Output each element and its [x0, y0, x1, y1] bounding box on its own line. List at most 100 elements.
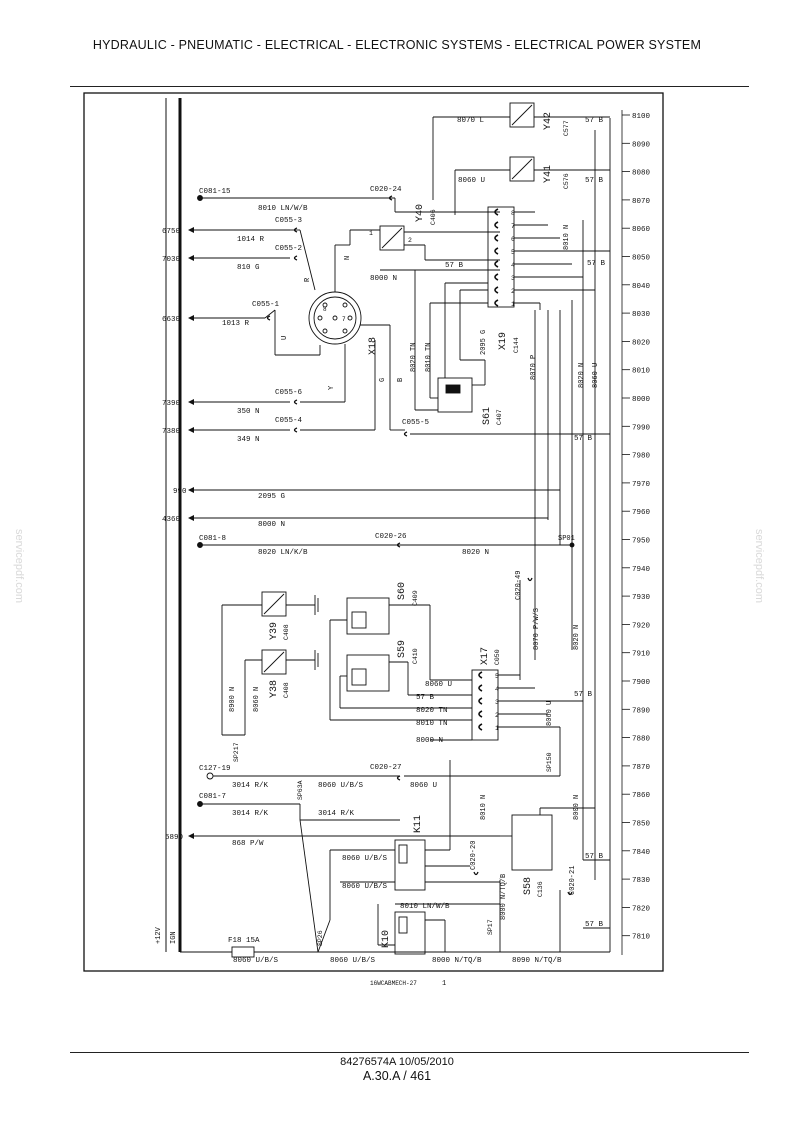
c410-label: C410: [412, 648, 419, 664]
wire-8060ubs-k: 8060 U/B/S: [342, 855, 388, 863]
s58-switch: [511, 814, 553, 871]
diagram-caption-num: 1: [442, 980, 446, 988]
pin-number: 4: [511, 262, 515, 269]
wire-v8060n: 8060 N: [253, 687, 261, 712]
y39-coil: [261, 591, 287, 617]
ruler-label: 7930: [632, 594, 651, 602]
ruler-label: 7850: [632, 821, 651, 829]
x18-connector: [274, 229, 405, 431]
ref-5890: 5890: [165, 834, 184, 842]
ruler-label: 7900: [632, 679, 651, 687]
x18-label: X18: [368, 337, 379, 355]
sp217-label: SP217: [233, 742, 240, 762]
pin-number: 2: [495, 712, 499, 719]
wire-8060ubs-k2: 8060 U/B/S: [342, 883, 388, 891]
ruler-label: 7990: [632, 424, 651, 432]
connector-pin: [478, 671, 483, 679]
pin-number: 4: [495, 686, 499, 693]
ruler-label: 8050: [632, 255, 651, 263]
wire-349n: 349 N: [237, 436, 260, 444]
ruler-label: 7880: [632, 736, 651, 744]
c020-21-label: C020-21: [569, 866, 577, 895]
diagram-frame: [83, 92, 664, 972]
wire-3014rk-a: 3014 R/K: [232, 782, 269, 790]
wire-57b-2: 57 B: [585, 177, 604, 185]
k10-relay: [394, 911, 426, 955]
s59-label: S59: [397, 640, 408, 658]
wire-v8900n: 8900 N: [229, 687, 237, 712]
s61-label: S61: [482, 407, 493, 425]
pin-number: 1: [511, 301, 515, 308]
plus12-label: +12V: [155, 926, 163, 944]
k11-label: K11: [413, 815, 424, 833]
wire-v8070p: 8070 P: [530, 355, 538, 380]
wire-v8010n-k: 8010 N: [480, 795, 488, 820]
ruler-label: 7970: [632, 481, 651, 489]
wire-1013r: 1013 R: [222, 320, 250, 328]
y42-label: Y42: [543, 112, 554, 130]
wire-3014rk-c: 3014 R/K: [318, 810, 355, 818]
y39-label: Y39: [269, 622, 280, 640]
c406-label: C406: [430, 209, 437, 225]
wire-3014rk-b: 3014 R/K: [232, 810, 269, 818]
wire-v8000n-c: 8000 N: [573, 795, 581, 820]
wire-8020n: 8020 N: [462, 549, 489, 557]
wire-v8020n: 8020 N: [578, 363, 586, 388]
pin-number: 2: [511, 288, 515, 295]
ruler-label: 7830: [632, 877, 651, 885]
ruler-label: 7920: [632, 622, 651, 630]
s59-switch: [346, 654, 390, 692]
wire-2095g: 2095 G: [258, 493, 286, 501]
ruler-label: 7820: [632, 905, 651, 913]
sp26-label: SP26: [317, 930, 324, 946]
ref-7390: 7390: [162, 400, 181, 408]
vertical-bus: [519, 118, 611, 952]
y38-coil: [261, 649, 287, 675]
c055-6-label: C055-6: [275, 389, 303, 397]
pin-number: 5: [495, 673, 499, 680]
wire-8000n-a: 8000 N: [370, 275, 397, 283]
wire-8060u-b: 8060 U: [410, 782, 437, 790]
wire-57b-1: 57 B: [585, 117, 604, 125]
wire-1014r: 1014 R: [237, 236, 265, 244]
ruler-label: 8090: [632, 141, 651, 149]
sp01-label: SP01: [558, 535, 575, 543]
c020-24-label: C020-24: [370, 186, 402, 194]
wire-57b-3: 57 B: [445, 262, 464, 270]
c408a-label: C408: [283, 624, 290, 640]
wire-8060u-x17: 8060 U: [425, 681, 452, 689]
connector-pin: [494, 234, 499, 242]
wire-v8010n: 8010 N: [563, 225, 571, 250]
c081-7-label: C081-7: [199, 793, 226, 801]
y40-pin-1: 1: [369, 230, 373, 237]
s60-switch: [346, 597, 390, 635]
connector-pin: [494, 260, 499, 268]
y40-coil: [379, 225, 405, 251]
y42-coil: [509, 102, 535, 128]
c407-label: C407: [496, 409, 503, 425]
ruler-label: 7910: [632, 651, 651, 659]
wire-868pw: 868 P/W: [232, 840, 264, 848]
connector-pin: [494, 247, 499, 255]
connector-pin: [494, 286, 499, 294]
c020-20-label: C020-20: [470, 841, 478, 870]
connector-pin: [478, 697, 483, 705]
connector-pin: [494, 273, 499, 281]
ruler-label: 8080: [632, 170, 651, 178]
pin-number: 6: [511, 236, 515, 243]
c020-27-label: C020-27: [370, 764, 402, 772]
c055-2-label: C055-2: [275, 245, 302, 253]
c144-label: C144: [513, 337, 520, 353]
x17-connector: [430, 669, 583, 741]
x18-pin-7: 7: [342, 316, 346, 323]
ref-990: 990: [173, 488, 187, 496]
ruler-label: 7980: [632, 453, 651, 461]
c055-4-label: C055-4: [275, 417, 303, 425]
k10-label: K10: [381, 930, 392, 948]
y40-pin-2: 2: [408, 237, 412, 244]
ruler-label: 7950: [632, 538, 651, 546]
wire-v8060u-b: 8060 U: [546, 701, 554, 726]
pin-number: 7: [511, 223, 515, 230]
